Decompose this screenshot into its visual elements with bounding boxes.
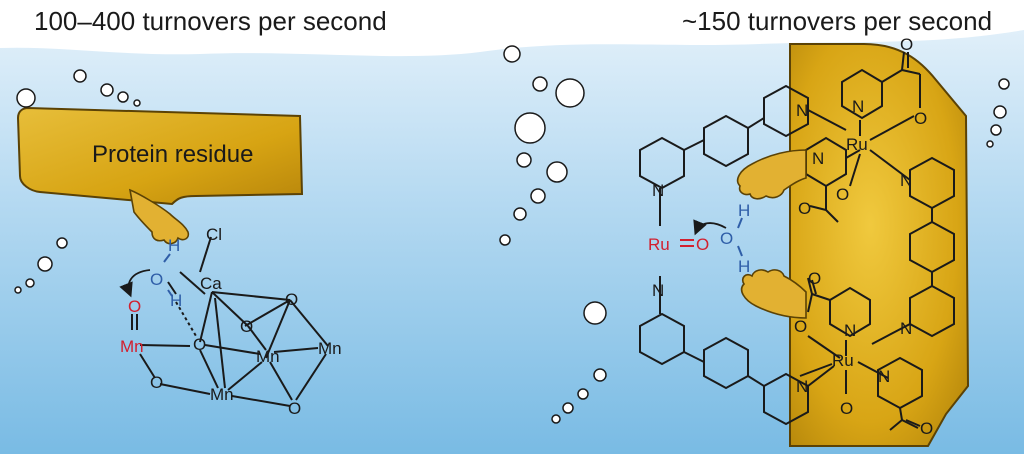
water-bubble-icon [14, 45, 1010, 424]
atom-h-lower: H [738, 257, 750, 276]
atom-n-lower-mid: N [844, 321, 856, 340]
atom-o-top-2: O [914, 109, 927, 128]
atom-ru-oxo: Ru [648, 235, 670, 254]
atom-o-double: O [128, 297, 141, 316]
atom-o-left: O [150, 373, 163, 392]
atom-o-water-right: O [720, 229, 733, 248]
water-bonds-right [737, 217, 743, 257]
atom-o-lower-left: O [794, 317, 807, 336]
protein-residue-block: Protein residue [16, 106, 304, 245]
atom-n-top: N [852, 97, 864, 116]
atom-ca: Ca [200, 274, 222, 293]
atom-o-bottom-right: O [288, 399, 301, 418]
atom-o-upper-carb-2: O [836, 185, 849, 204]
protein-label: Protein residue [92, 141, 253, 168]
mn-cluster-bonds [131, 236, 329, 407]
ru-complex-atoms: N Ru O N H O H N N O O Ru N N O O O O N … [648, 35, 933, 438]
atom-o-bottom: O [840, 399, 853, 418]
atom-n-left-upper: N [812, 149, 824, 168]
atom-o-center: O [193, 335, 206, 354]
atom-o-upper-carb-1: O [798, 199, 811, 218]
right-turnover-header: ~150 turnovers per second [682, 6, 993, 36]
atom-n-ll: N [652, 281, 664, 300]
hand-icon [128, 188, 190, 245]
hand-icon [740, 269, 807, 319]
atom-n-ul: N [652, 181, 664, 200]
water-bonds-left [163, 253, 173, 297]
atom-h-top: H [168, 236, 180, 255]
atom-o-lower-carb: O [808, 269, 821, 288]
hand-icon [736, 149, 807, 200]
atom-n-lower-pyr: N [796, 377, 808, 396]
atom-h-bottom: H [170, 291, 182, 310]
atom-o-top-1: O [900, 35, 913, 54]
arrow-icon [119, 269, 151, 298]
ru-complex-bonds [639, 51, 955, 431]
surface-wave [0, 0, 1024, 57]
atom-o-water: O [150, 270, 163, 289]
atom-o-mid: O [240, 317, 253, 336]
atom-mn-right: Mn [318, 339, 342, 358]
atom-n-right-lower: N [900, 319, 912, 338]
atom-mn-bottom: Mn [210, 385, 234, 404]
atom-n-upper-pyr: N [796, 101, 808, 120]
atom-o-top-right: O [285, 290, 298, 309]
atom-ru-bottom: Ru [832, 351, 854, 370]
atom-mn-center: Mn [256, 347, 280, 366]
atom-n-right-upper: N [900, 171, 912, 190]
atom-n-lower-right: N [878, 367, 890, 386]
atom-o-bottom-right: O [920, 419, 933, 438]
atom-h-upper: H [738, 201, 750, 220]
arrow-icon [693, 219, 727, 236]
atom-oxo-o: O [696, 235, 709, 254]
atom-ru-top: Ru [846, 135, 868, 154]
left-turnover-header: 100–400 turnovers per second [34, 6, 387, 36]
atom-cl: Cl [206, 225, 222, 244]
atom-mn-oxo: Mn [120, 337, 144, 356]
cluster-atoms: Cl H O H Ca O O Mn O O Mn Mn O Mn O [120, 225, 342, 418]
protein-shield [789, 43, 970, 447]
